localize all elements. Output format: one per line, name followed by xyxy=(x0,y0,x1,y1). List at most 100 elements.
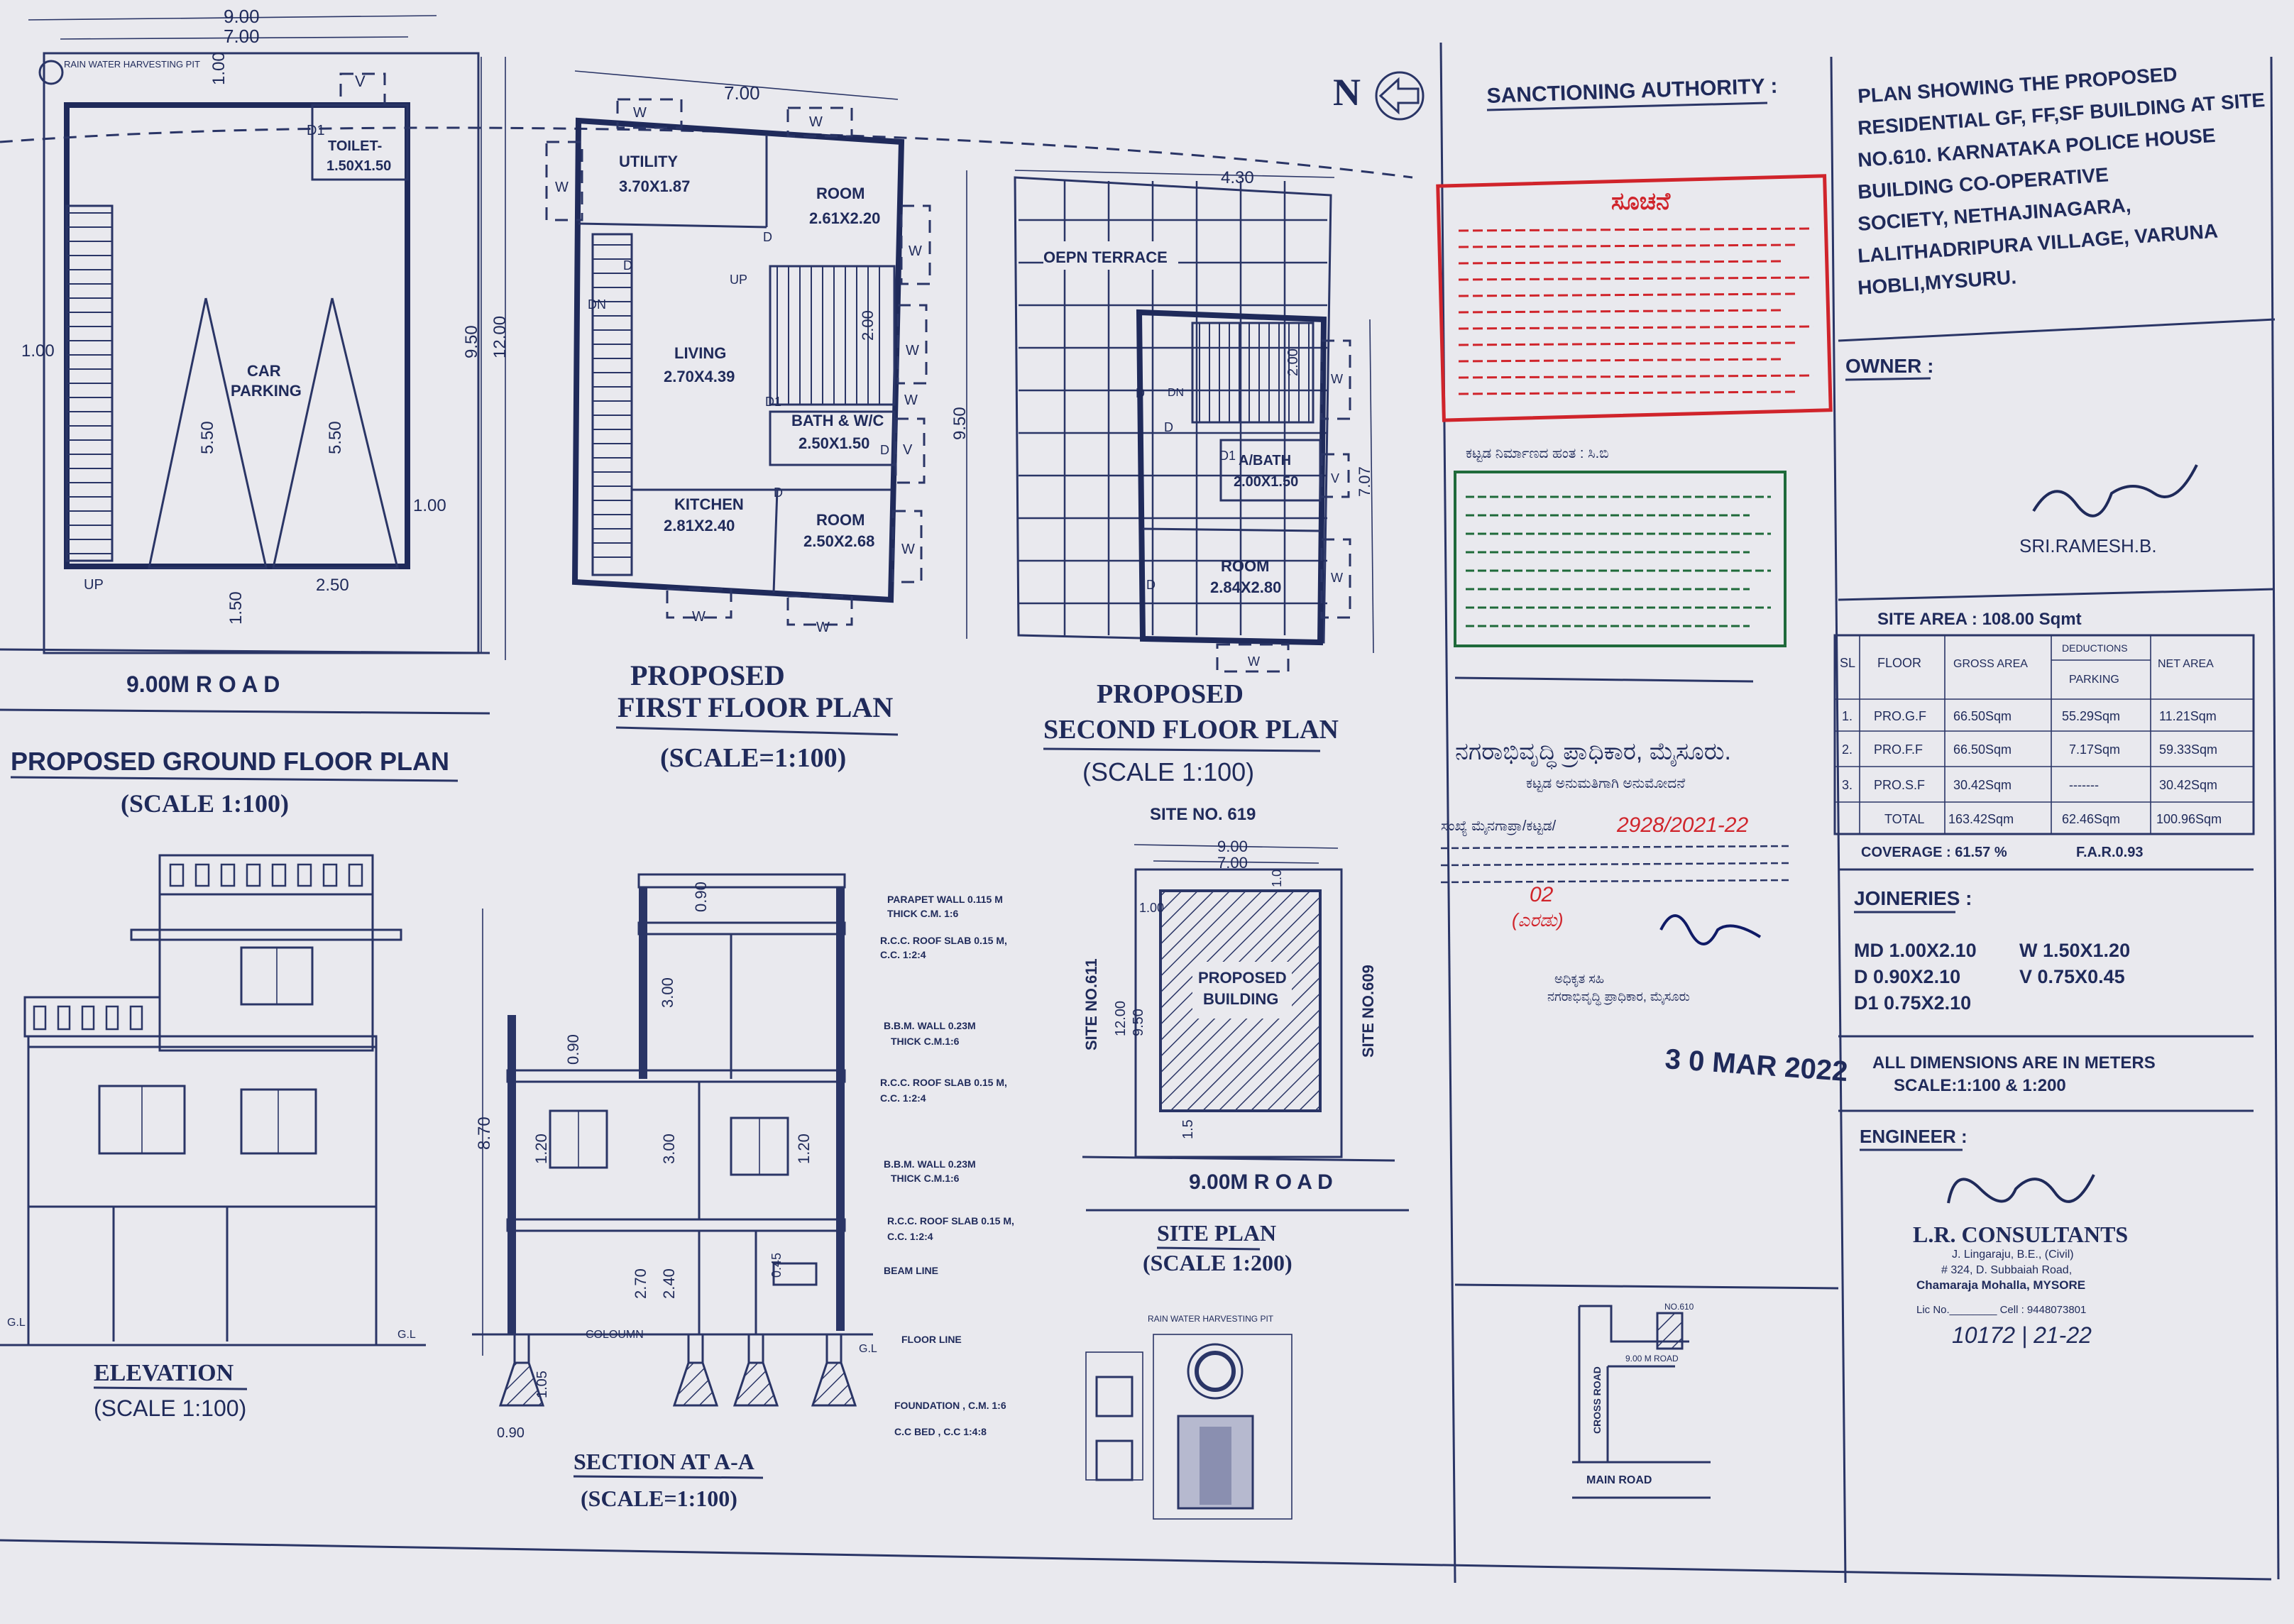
parapet-opening xyxy=(33,1005,47,1031)
stamp-text-line xyxy=(1458,341,1800,346)
site-no-label: SITE NO. 619 xyxy=(1150,805,1256,824)
rain-water-harvesting-detail: RAIN WATER HARVESTING PIT xyxy=(1085,1314,1293,1520)
table-cell: 30.42Sqm xyxy=(2159,778,2217,792)
joineries-label: JOINERIES : xyxy=(1854,887,1972,909)
door-label: D xyxy=(1146,578,1156,592)
stamp-text-line xyxy=(1458,260,1786,265)
note-line: C.C. 1:2:4 xyxy=(880,949,926,960)
stamp-text-lines xyxy=(1458,227,1814,395)
dim-text: 7.00 xyxy=(224,26,260,47)
window-label: W xyxy=(555,180,569,195)
window-label: V xyxy=(903,442,913,458)
room-name: UTILITY xyxy=(619,153,678,170)
staircase xyxy=(65,204,114,562)
attached-bath xyxy=(1219,439,1322,502)
section-scale: (SCALE=1:100) xyxy=(581,1486,737,1511)
table-cell: 30.42Sqm xyxy=(1953,778,2012,792)
dim-text: 0.45 xyxy=(769,1253,784,1278)
room-name: ROOM xyxy=(1221,557,1269,575)
table-subheader: PARKING xyxy=(2069,674,2119,686)
site-plan: SITE NO. 619 9.00 7.00 PROPOSED BUILDING… xyxy=(1082,805,1409,1275)
window-label: V xyxy=(1331,471,1339,485)
title-underline xyxy=(1043,747,1321,752)
footing xyxy=(811,1361,857,1407)
note-line: C.C. 1:2:4 xyxy=(887,1231,933,1242)
second-floor-plan: 4.30 OEPN TERRACE DN D D D 2.00 W W V W … xyxy=(1014,168,1374,786)
stair-outline xyxy=(591,233,633,576)
title-underline xyxy=(93,1386,248,1390)
table-cell: TOTAL xyxy=(1884,812,1924,826)
bath-room xyxy=(769,410,896,466)
dim-line xyxy=(1153,860,1319,864)
door-label: D xyxy=(623,258,632,273)
window xyxy=(900,204,931,285)
ground-floor-title: PROPOSED GROUND FLOOR PLAN xyxy=(11,747,449,776)
rwh-filter xyxy=(1095,1439,1134,1481)
dim-line xyxy=(1134,844,1339,849)
building-label: PROPOSED xyxy=(1198,969,1287,987)
first-floor-title: PROPOSED xyxy=(630,659,785,691)
road-edge xyxy=(1082,1156,1395,1162)
adjacent-site: SITE NO.611 xyxy=(1082,958,1100,1050)
red-stamp xyxy=(1436,174,1833,422)
stair-label: DN xyxy=(588,297,606,312)
parapet-opening xyxy=(169,863,185,887)
dim-text: 7.00 xyxy=(724,82,760,104)
rwh-pit-ring xyxy=(1195,1351,1236,1392)
dim-text: 2.70 xyxy=(632,1268,649,1299)
key-map-label: 9.00 M ROAD xyxy=(1625,1354,1679,1364)
area-table: SL FLOOR GROSS AREA DEDUCTIONS NET AREA … xyxy=(1833,634,2255,835)
dim-text: 2.00 xyxy=(1285,349,1301,376)
parapet-openings xyxy=(169,863,363,887)
divider-authority xyxy=(1439,42,1456,1584)
dim-text: 1.20 xyxy=(532,1134,550,1164)
second-floor-title: SECOND FLOOR PLAN xyxy=(1043,715,1339,745)
dim-text: 9.00 xyxy=(1217,838,1248,855)
owner-signature xyxy=(2032,464,2198,517)
wall-section xyxy=(507,1015,516,1334)
joinery: W 1.50X1.20 xyxy=(2019,940,2130,961)
window xyxy=(891,510,923,583)
stair-label: UP xyxy=(84,577,104,593)
gl-label: G.L xyxy=(397,1329,416,1341)
partition-wall xyxy=(772,489,779,593)
key-map-roads xyxy=(1572,1305,1711,1499)
parapet-slab xyxy=(637,873,846,889)
table-cell: 163.42Sqm xyxy=(1948,812,2014,826)
authority-office-sub: ಕಟ್ಟಡ ಅನುಮತಿಗಾಗಿ ಅನುಮೋದನೆ xyxy=(1526,776,1685,792)
parapet-opening xyxy=(129,1005,143,1031)
table-cell: 100.96Sqm xyxy=(2156,812,2222,826)
first-floor-title: FIRST FLOOR PLAN xyxy=(618,691,893,723)
divider-titleblock xyxy=(1830,56,1847,1584)
table-cell: 7.17Sqm xyxy=(2069,742,2120,757)
dim-text: 1.00 xyxy=(1139,901,1164,915)
dim-text: 7.07 xyxy=(1356,466,1373,497)
north-arrow: N xyxy=(1333,71,1425,121)
window xyxy=(666,588,732,619)
dim-text: 1.50 xyxy=(226,591,246,625)
green-stamp xyxy=(1454,471,1787,647)
table-cell: 59.33Sqm xyxy=(2159,742,2217,757)
signatory-line: ಅಧಿಕೃತ ಸಹಿ xyxy=(1554,972,1604,987)
ground-floor-scale: (SCALE 1:100) xyxy=(121,789,289,818)
reference-number: 2928/2021-22 xyxy=(1616,813,1748,837)
window-label: W xyxy=(809,114,823,130)
dim-text: 1.5 xyxy=(1180,1119,1196,1139)
dimension-note: ALL DIMENSIONS ARE IN METERS xyxy=(1872,1053,2156,1072)
room-name: ROOM xyxy=(816,511,865,529)
authority-text-lines xyxy=(1440,845,1789,884)
stamp-text-line xyxy=(1458,390,1800,395)
authority-text-line xyxy=(1440,845,1789,850)
partition-wall xyxy=(578,222,767,229)
table-cell: 3. xyxy=(1842,778,1853,792)
window xyxy=(1216,643,1290,673)
parapet-opening xyxy=(81,1005,95,1031)
rwh-pit-fill xyxy=(1200,1427,1231,1505)
room-name: BATH & W/C xyxy=(791,412,884,429)
parapet-opening xyxy=(57,1005,71,1031)
dim-text: 1.20 xyxy=(795,1134,813,1164)
window-label: W xyxy=(909,243,922,259)
window-label: W xyxy=(633,105,647,121)
authority-text-line xyxy=(1440,862,1789,867)
parapet-opening xyxy=(348,863,363,887)
